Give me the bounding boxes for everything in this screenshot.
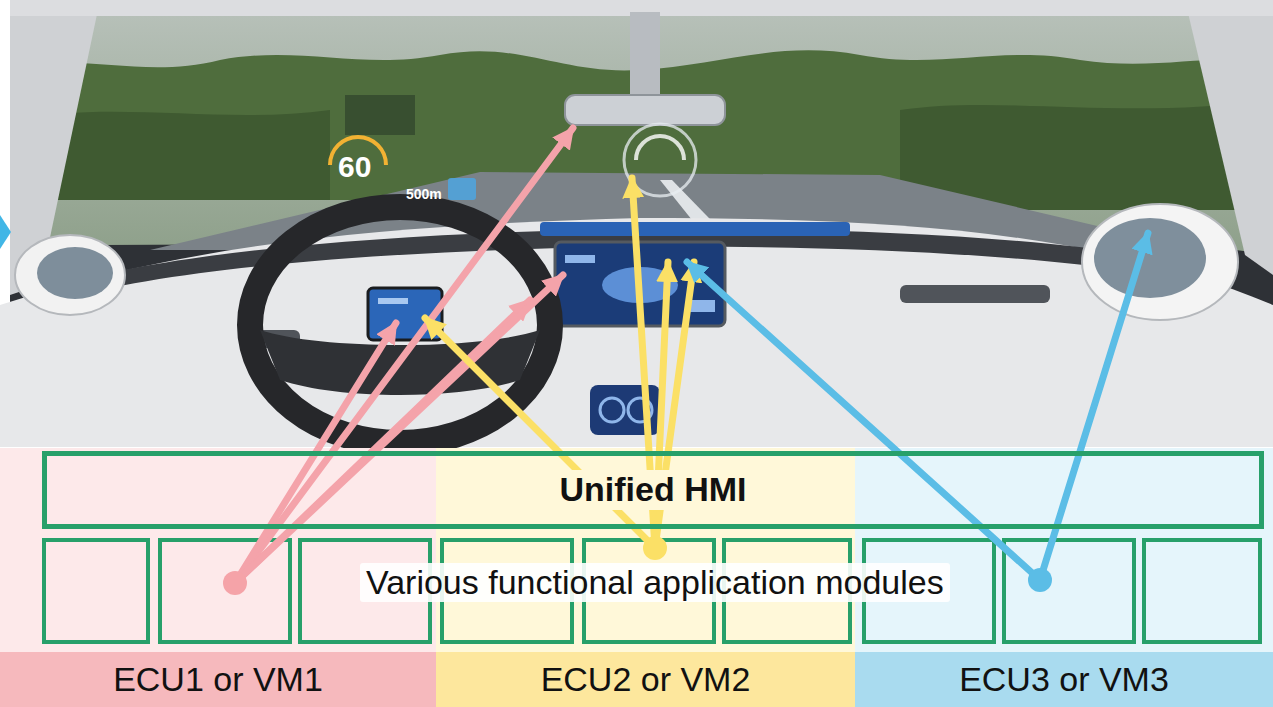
source-dot xyxy=(223,571,247,595)
node-label: ECU2 or VM2 xyxy=(541,660,751,699)
ecu-ground xyxy=(436,448,855,652)
pink-arrows xyxy=(235,128,573,583)
node-label: ECU3 or VM3 xyxy=(959,660,1169,699)
hud-map-sign xyxy=(448,178,476,200)
right-mirror-glass xyxy=(1094,218,1206,298)
module-box xyxy=(160,540,290,642)
windshield xyxy=(10,0,1273,255)
center-display-icon xyxy=(565,255,595,263)
hud-ring xyxy=(636,136,684,160)
node-label: ECU1 or VM1 xyxy=(113,660,323,699)
ambient-display xyxy=(540,222,850,236)
center-display-icon xyxy=(690,300,715,312)
ecu-ground xyxy=(855,448,1273,652)
distance-readout: 500m xyxy=(406,186,442,202)
source-dot xyxy=(643,536,667,560)
left-side-mirror xyxy=(15,235,125,315)
right-side-mirror xyxy=(1082,204,1238,320)
left-mirror-glass xyxy=(37,247,113,299)
mirror-mount xyxy=(630,12,660,97)
node-label: Unified HMI xyxy=(552,470,755,509)
ecu-ground xyxy=(0,448,436,652)
rearview-mirror xyxy=(565,95,725,125)
ecu-band: ECU1 or VM1 xyxy=(0,652,436,707)
air-vent xyxy=(900,285,1050,303)
speed-readout: 60 xyxy=(338,150,371,185)
hud-panel xyxy=(345,95,415,135)
display-arrow xyxy=(235,128,573,583)
chevron xyxy=(0,215,11,249)
display-arrow xyxy=(687,262,1040,580)
module-box xyxy=(44,540,148,642)
ecu-band: ECU3 or VM3 xyxy=(855,652,1273,707)
source-dot xyxy=(1028,568,1052,592)
ecu-band: ECU2 or VM2 xyxy=(436,652,855,707)
module-box xyxy=(1144,540,1260,642)
module-box xyxy=(1004,540,1134,642)
modules-caption: Various functional application modules xyxy=(360,563,950,602)
cluster-icon xyxy=(378,298,408,304)
console-dial xyxy=(600,398,624,422)
display-arrow xyxy=(425,318,655,548)
hmi-band: Unified HMI xyxy=(42,451,1264,529)
display-arrow xyxy=(235,275,563,583)
